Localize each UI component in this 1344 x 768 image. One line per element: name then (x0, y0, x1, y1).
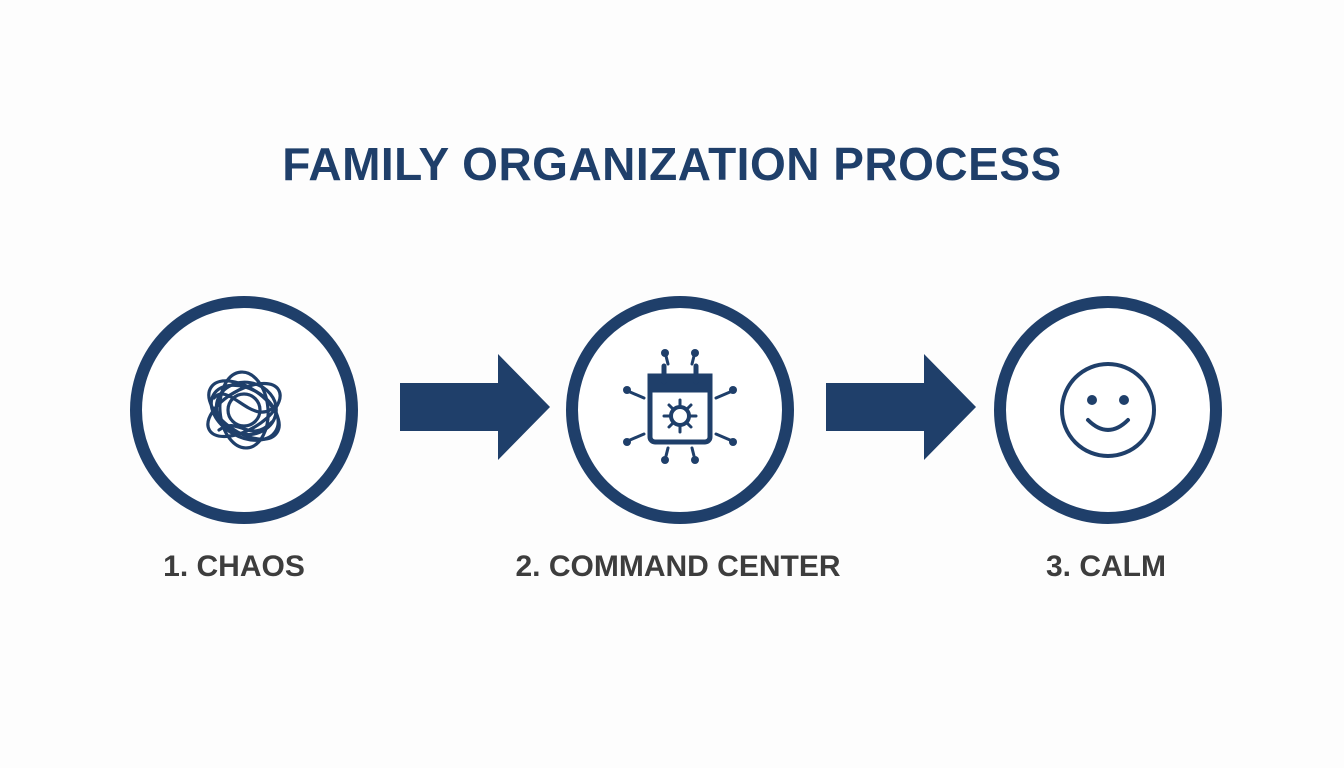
smiley-face-icon (1060, 362, 1156, 458)
calendar-hub-icon (623, 349, 737, 464)
step-3-label: 3. CALM (1046, 550, 1166, 583)
step-1-label: 1. CHAOS (163, 550, 305, 583)
step-3-circle (994, 296, 1222, 524)
step-2-circle (566, 296, 794, 524)
tangled-lines-icon (206, 370, 282, 450)
diagram-title: FAMILY ORGANIZATION PROCESS (282, 138, 1062, 190)
step-1-circle (130, 296, 358, 524)
arrow-right-1 (400, 354, 550, 460)
step-2-label: 2. COMMAND CENTER (515, 550, 841, 583)
arrow-right-2 (826, 354, 976, 460)
